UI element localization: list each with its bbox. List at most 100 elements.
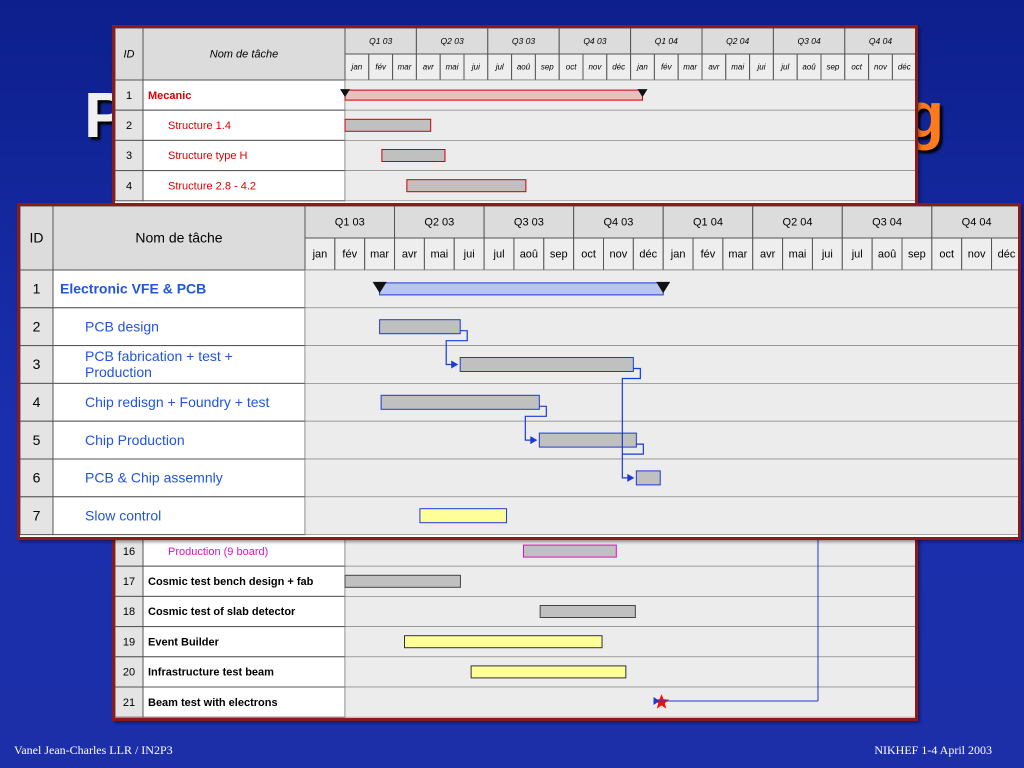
row-name-cell <box>142 79 346 111</box>
month-header: jan <box>351 63 363 72</box>
dependency-line <box>621 367 641 479</box>
row-name-cell <box>52 345 306 384</box>
month-header: avr <box>708 63 719 72</box>
quarter-header: Q1 04 <box>693 217 723 229</box>
row-name-cell <box>142 535 346 567</box>
month-header: avr <box>760 249 776 261</box>
month-header: aoû <box>802 63 816 72</box>
month-header: aoû <box>878 249 896 261</box>
task-name: Structure 2.8 - 4.2 <box>168 180 256 192</box>
quarter-header-cell <box>662 205 754 239</box>
task-bar <box>380 394 540 410</box>
month-header: sep <box>550 249 568 261</box>
name-header-cell <box>142 27 346 81</box>
quarter-header: Q1 04 <box>655 36 678 46</box>
month-header-cell <box>423 237 455 271</box>
month-header: avr <box>423 63 434 72</box>
task-bar <box>419 508 507 524</box>
task-name: Electronic VFE & PCB <box>60 281 206 297</box>
id-header: ID <box>30 230 44 246</box>
month-header: jui <box>471 63 480 72</box>
month-header: nov <box>588 63 602 72</box>
row-id: 21 <box>123 697 135 709</box>
month-header: jui <box>463 249 475 261</box>
row-name-cell <box>52 307 306 347</box>
row-id-cell <box>114 626 144 658</box>
month-header-cell <box>513 237 545 271</box>
task-name: PCB design <box>85 318 159 334</box>
month-header: jan <box>312 249 328 261</box>
row-chart-cell <box>344 140 917 171</box>
row-name-cell <box>52 382 306 422</box>
row-id-cell <box>114 109 144 141</box>
task-name: Cosmic test bench design + fab <box>148 576 314 588</box>
row-id-cell <box>114 656 144 688</box>
dependency-arrow <box>627 473 635 482</box>
task-bar <box>470 665 627 679</box>
month-header-cell <box>991 237 1022 271</box>
summary-start-marker <box>372 281 387 294</box>
task-bar <box>344 118 432 132</box>
row-id: 4 <box>33 394 41 410</box>
task-bar <box>404 635 603 649</box>
month-header: nov <box>968 249 986 261</box>
dependency-arrow <box>451 360 459 369</box>
dependency-arrow <box>530 436 538 445</box>
task-bar <box>379 319 461 335</box>
task-bar <box>538 432 637 448</box>
quarter-header: Q2 03 <box>424 217 454 229</box>
month-header: nov <box>874 63 888 72</box>
quarter-header: Q4 03 <box>583 36 606 46</box>
month-header: mai <box>446 63 459 72</box>
task-name: Structure type H <box>168 150 248 162</box>
dependency-line <box>445 330 468 366</box>
row-id: 4 <box>126 180 132 192</box>
month-header: sep <box>826 63 839 72</box>
row-chart-cell <box>344 565 917 597</box>
month-header: sep <box>908 249 926 261</box>
month-header: fév <box>661 63 673 72</box>
month-header: déc <box>639 249 657 261</box>
row-id: 2 <box>33 318 41 334</box>
task-name: Structure 1.4 <box>168 120 231 132</box>
quarter-header: Q2 04 <box>783 217 813 229</box>
month-header-cell <box>841 237 873 271</box>
row-id-cell <box>114 79 144 111</box>
row-id: 20 <box>123 667 135 679</box>
row-chart-cell <box>344 686 917 718</box>
task-bar <box>539 605 636 618</box>
month-header: mar <box>683 63 697 72</box>
row-id: 1 <box>126 90 132 102</box>
task-bar <box>344 574 461 588</box>
task-bar <box>523 544 617 558</box>
task-name: PCB & Chip assemnly <box>85 470 223 486</box>
quarter-header: Q1 03 <box>369 36 392 46</box>
row-name-cell <box>142 656 346 688</box>
task-bar <box>379 282 664 296</box>
task-bar <box>406 179 527 193</box>
row-chart-cell <box>344 535 917 567</box>
month-header: aoû <box>520 249 538 261</box>
month-header: jan <box>670 249 686 261</box>
dependency-line <box>524 405 547 441</box>
task-name: Mecanic <box>148 90 191 102</box>
task-name: Production <box>85 364 152 380</box>
month-header-cell <box>752 237 784 271</box>
month-header-cell <box>722 237 754 271</box>
quarter-header-cell <box>487 27 560 55</box>
dependency-line <box>622 443 644 455</box>
task-bar <box>635 470 661 486</box>
month-header: jan <box>636 63 648 72</box>
row-name-cell <box>52 458 306 498</box>
row-name-cell <box>142 595 346 628</box>
task-name: Chip redisgn + Foundry + test <box>85 394 270 410</box>
month-header: déc <box>898 63 911 72</box>
task-name: Cosmic test of slab detector <box>148 606 296 618</box>
quarter-header: Q3 03 <box>514 217 544 229</box>
quarter-header: Q3 04 <box>872 217 902 229</box>
month-header: jui <box>756 63 765 72</box>
task-name: Slow control <box>85 507 161 523</box>
row-id: 1 <box>33 281 41 297</box>
